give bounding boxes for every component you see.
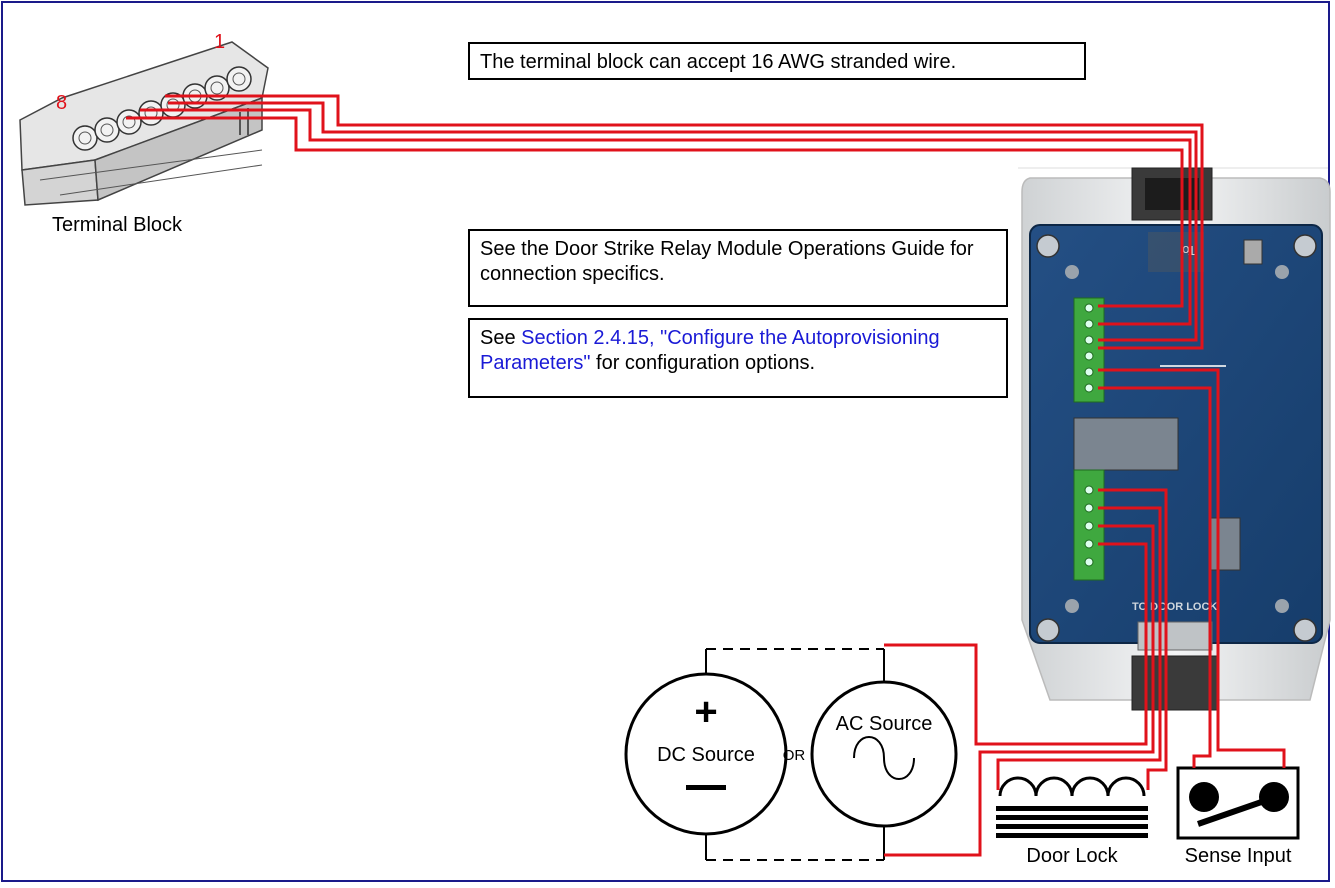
door-lock: Door Lock xyxy=(996,776,1148,867)
sense-input-label: Sense Input xyxy=(1185,845,1292,867)
autoprovisioning-note: See Section 2.4.15, "Configure the Autop… xyxy=(468,318,1008,398)
ac-sine-icon xyxy=(853,736,915,780)
terminal-pin-8-label: 8 xyxy=(56,92,67,114)
door-strike-note: See the Door Strike Relay Module Operati… xyxy=(468,229,1008,307)
autoprovisioning-section-link[interactable]: Section 2.4.15, "Configure the Autoprovi… xyxy=(480,327,940,374)
door-strike-note-text: See the Door Strike Relay Module Operati… xyxy=(480,238,974,285)
terminal-block-label: Terminal Block xyxy=(52,214,183,236)
or-label: OR xyxy=(783,747,806,764)
terminal-block: 8 1 Terminal Block xyxy=(19,31,269,236)
ac-source-label: AC Source xyxy=(836,713,933,735)
autoprovisioning-suffix: for configuration options. xyxy=(590,352,816,374)
relay-module: To TO DOOR LOCK xyxy=(1018,167,1331,711)
wire-gauge-note-text: The terminal block can accept 16 AWG str… xyxy=(480,51,957,73)
dc-plus-symbol: + xyxy=(694,690,717,734)
terminal-pin-1-label: 1 xyxy=(214,31,225,53)
wire-gauge-note: The terminal block can accept 16 AWG str… xyxy=(468,42,1086,80)
dc-minus-symbol xyxy=(686,785,726,790)
sense-input: Sense Input xyxy=(1176,766,1300,867)
autoprovisioning-prefix: See xyxy=(480,327,522,349)
door-lock-label: Door Lock xyxy=(1026,845,1118,867)
power-sources: + DC Source OR AC Source xyxy=(624,648,958,861)
dc-source-label: DC Source xyxy=(657,744,755,766)
wiring xyxy=(126,94,1286,857)
